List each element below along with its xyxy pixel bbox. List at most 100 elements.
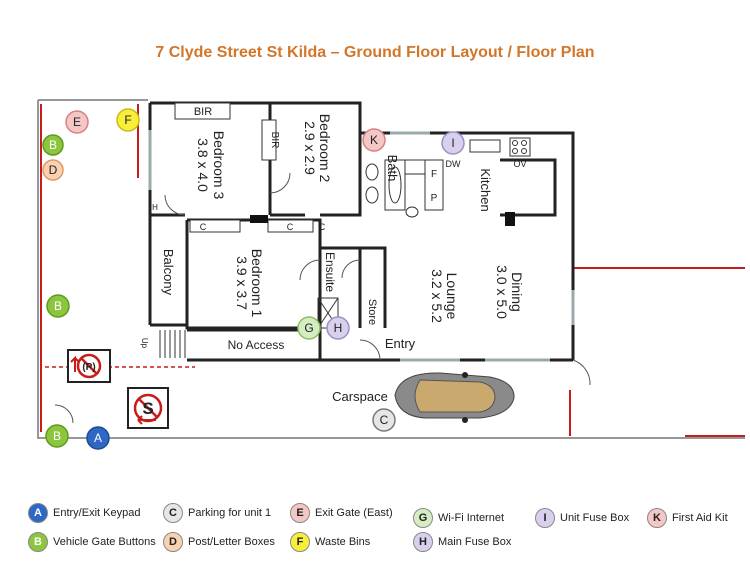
bir-top-label: BIR (194, 106, 212, 118)
closet-c2-label: C (287, 222, 294, 232)
closet-c3-label: C (319, 222, 326, 232)
legend-marker: F (290, 532, 310, 552)
bedroom1-size: 3.9 x 3.7 (234, 256, 250, 310)
dw-label: DW (446, 159, 461, 169)
building-walls (148, 101, 575, 362)
kitchen-label: Kitchen (478, 168, 493, 211)
bedroom1-label: Bedroom 1 (249, 249, 265, 318)
legend-item-e: E Exit Gate (East) (290, 502, 393, 524)
legend-label: First Aid Kit (672, 512, 728, 524)
marker-letter: D (49, 163, 58, 177)
legend-label: Parking for unit 1 (188, 507, 272, 519)
legend-label: Entry/Exit Keypad (53, 507, 141, 519)
marker-g: G (297, 316, 321, 340)
marker-i: I (441, 131, 465, 155)
legend-marker: A (28, 503, 48, 523)
marker-b: B (45, 424, 69, 448)
marker-circle (362, 128, 386, 152)
pantry-p-label: P (431, 193, 438, 204)
legend-item-d: D Post/Letter Boxes (163, 531, 275, 553)
lounge-label: Lounge (444, 273, 460, 320)
legend-marker: I (535, 508, 555, 528)
legend-marker: B (28, 532, 48, 552)
marker-letter: K (370, 133, 378, 147)
no-parking-sign: (P) (67, 349, 111, 383)
marker-circle (372, 408, 396, 432)
marker-letter: C (380, 413, 389, 427)
marker-letter: G (304, 321, 313, 335)
legend-label: Waste Bins (315, 536, 371, 548)
dining-label: Dining (509, 272, 525, 312)
marker-letter: H (334, 321, 343, 335)
legend-marker: C (163, 503, 183, 523)
legend-marker: D (163, 532, 183, 552)
lounge-size: 3.2 x 5.2 (429, 269, 445, 323)
closet-c3 (250, 215, 268, 223)
legend-label: Exit Gate (East) (315, 507, 393, 519)
marker-letter: A (94, 431, 102, 445)
legend-label: Post/Letter Boxes (188, 536, 275, 548)
legend-item-h: H Main Fuse Box (413, 531, 511, 553)
door-arcs (54, 172, 591, 424)
up-label: Up (140, 338, 149, 349)
marker-circle (441, 131, 465, 155)
legend-label: Unit Fuse Box (560, 512, 630, 524)
marker-letter: F (124, 113, 131, 127)
legend-label: Main Fuse Box (438, 536, 512, 548)
ov-label: OV (513, 159, 526, 169)
bir-side-label: BIR (269, 132, 280, 149)
marker-f: F (116, 108, 140, 132)
legend-marker: K (647, 508, 667, 528)
legend-item-i: I Unit Fuse Box (535, 507, 629, 529)
stairs (159, 330, 186, 358)
marker-circle (86, 426, 110, 450)
closet-c1-label: C (200, 222, 207, 232)
marker-circle (42, 134, 64, 156)
bedroom3-label: Bedroom 3 (211, 131, 227, 200)
legend-item-k: K First Aid Kit (647, 507, 728, 529)
marker-circle (297, 316, 321, 340)
car-icon (394, 372, 515, 423)
entry-label: Entry (385, 336, 416, 351)
marker-h: H (326, 316, 350, 340)
marker-letter: B (49, 138, 57, 152)
legend-item-f: F Waste Bins (290, 531, 370, 553)
no-parking-symbol: (P) (82, 362, 95, 373)
marker-circle (65, 110, 89, 134)
bedroom2-label: Bedroom 2 (317, 114, 333, 183)
closet-c1 (189, 219, 241, 233)
balcony-label: Balcony (161, 249, 176, 296)
bedroom3-size: 3.8 x 4.0 (195, 138, 211, 192)
no-access-label: No Access (228, 338, 285, 352)
bir-top-box (174, 102, 231, 120)
marker-k: K (362, 128, 386, 152)
bir-side-box (261, 119, 277, 161)
marker-circle (42, 159, 64, 181)
ensuite-label: Ensuite (323, 252, 337, 292)
fence-lines (40, 104, 745, 437)
marker-c: C (372, 408, 396, 432)
windows (148, 130, 575, 362)
legend-marker: E (290, 503, 310, 523)
legend-marker: H (413, 532, 433, 552)
bath-label: Bath (385, 155, 400, 182)
legend-marker: G (413, 508, 433, 528)
marker-letter: I (451, 136, 454, 150)
store-label: Store (366, 299, 378, 325)
page-title: 7 Clyde Street St Kilda – Ground Floor L… (155, 44, 595, 61)
marker-circle (45, 424, 69, 448)
dining-size: 3.0 x 5.0 (494, 265, 510, 319)
fridge-f-label: F (431, 169, 437, 180)
marker-e: E (65, 110, 89, 134)
kitchen-fixtures (469, 137, 531, 157)
marker-letter: E (73, 115, 81, 129)
fridge (505, 212, 515, 226)
marker-letter: B (53, 429, 61, 443)
closet-c2 (267, 219, 314, 233)
marker-b: B (42, 134, 64, 156)
marker-a: A (86, 426, 110, 450)
marker-circle (326, 316, 350, 340)
